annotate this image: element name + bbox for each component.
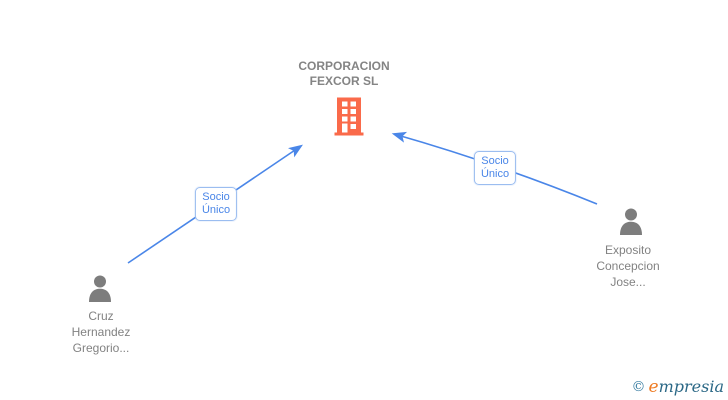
edge-label-line: Socio: [481, 155, 509, 167]
person-name-line: Hernandez: [71, 325, 131, 339]
person-name-cruz[interactable]: Cruz Hernandez Gregorio...: [21, 308, 181, 356]
person-node-cruz[interactable]: [88, 275, 112, 303]
person-name-line: Concepcion: [596, 259, 660, 273]
building-icon: [334, 97, 364, 136]
company-name-line1: CORPORACION: [298, 59, 390, 73]
person-name-line: Gregorio...: [72, 341, 130, 355]
edge-label-left: Socio Único: [194, 187, 238, 221]
empresia-logo[interactable]: ©empresia: [632, 377, 724, 397]
company-node[interactable]: [334, 97, 364, 136]
brand-initial: e: [648, 377, 659, 397]
edge-label-line: Socio: [202, 191, 230, 203]
person-name-exposito[interactable]: Exposito Concepcion Jose...: [548, 242, 708, 290]
person-name-line: Exposito: [604, 243, 652, 257]
person-node-exposito[interactable]: [619, 208, 643, 236]
company-name-line2: FEXCOR SL: [309, 74, 379, 88]
copyright-icon: ©: [631, 379, 646, 395]
person-icon: [89, 275, 111, 302]
edge-label-line: Único: [480, 168, 510, 180]
brand-name: mpresia: [658, 377, 724, 396]
person-name-line: Cruz: [88, 309, 114, 323]
edge-label-line: Único: [201, 204, 231, 216]
company-node-title[interactable]: CORPORACION FEXCOR SL: [244, 59, 444, 89]
person-name-line: Jose...: [610, 275, 646, 289]
edge-label-right: Socio Único: [473, 151, 517, 185]
person-icon: [620, 208, 642, 235]
